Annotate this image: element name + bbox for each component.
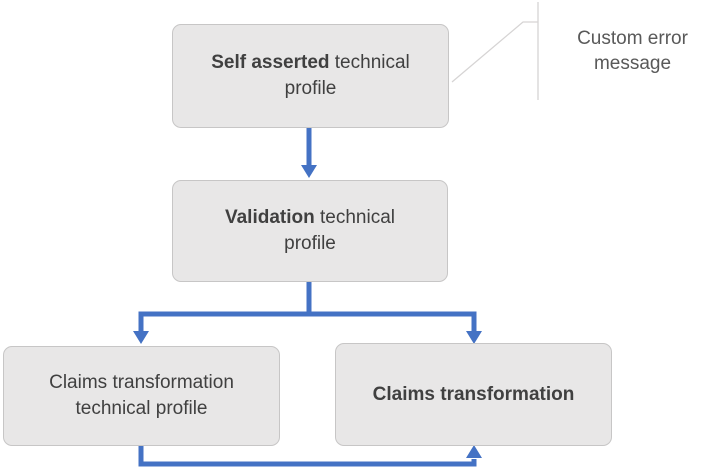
node-claims-transformation-technical-profile: Claims transformation technical profile: [3, 346, 280, 446]
node-self-asserted-technical-profile: Self asserted technical profile: [172, 24, 449, 128]
node-validation-technical-profile: Validation technical profile: [172, 180, 448, 282]
node-label-bold: Claims transformation: [372, 383, 575, 405]
node-label: Validation technical profile: [197, 205, 423, 257]
callout-custom-error-message: Custom error message: [577, 28, 688, 74]
node-label-rest: technical profile: [284, 207, 396, 254]
node-label-rest: Claims transformation technical profile: [49, 372, 234, 419]
node-label: Claims transformation: [373, 382, 575, 408]
node-label-rest: technical profile: [284, 52, 410, 99]
node-label-bold: Self asserted: [211, 52, 330, 73]
arrow-claims-tp-to-claims-transformation: [138, 445, 482, 467]
node-label-bold: Validation: [224, 207, 315, 228]
node-label: Self asserted technical profile: [197, 50, 424, 102]
node-label: Claims transformation technical profile: [28, 370, 255, 422]
arrow-validation-to-branches: [133, 282, 482, 344]
arrow-self-asserted-to-validation: [301, 128, 317, 178]
callout-leader-line: [451, 2, 539, 100]
node-claims-transformation: Claims transformation: [335, 343, 612, 446]
